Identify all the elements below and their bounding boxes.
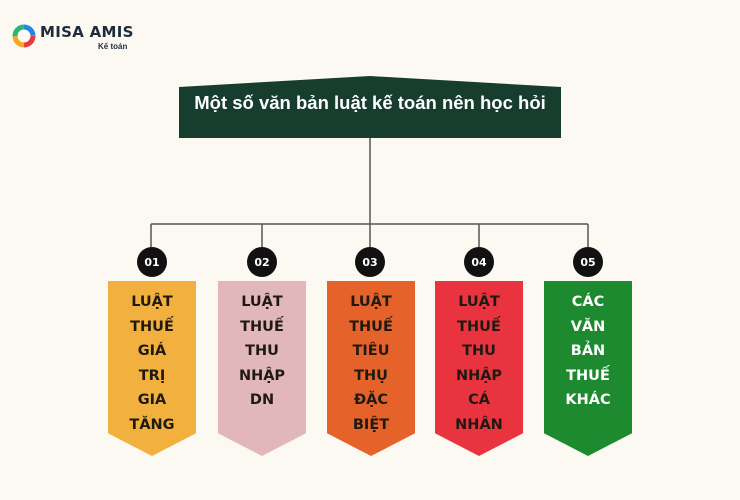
card-01-line: THUẾ xyxy=(130,318,174,335)
card-03-line: THUẾ xyxy=(349,318,393,335)
card-04-line: NHÂN xyxy=(455,416,503,433)
card-03-line: TIÊU xyxy=(352,343,390,359)
misa-amis-logo: MISA AMIS Kế toán xyxy=(12,22,152,54)
card-02-text: LUẬT THUẾ THU NHẬP DN xyxy=(218,290,306,413)
card-04-line: LUẬT xyxy=(458,294,500,310)
card-05 xyxy=(544,281,632,456)
card-05-line: THUẾ xyxy=(566,367,610,384)
card-04-line: CÁ xyxy=(468,392,490,408)
badge-01: 01 xyxy=(137,247,167,277)
card-01-line: TRỊ xyxy=(138,367,166,384)
logo-sub-text: Kế toán xyxy=(98,42,128,51)
card-03-line: LUẬT xyxy=(350,294,392,310)
card-04-line: THUẾ xyxy=(457,318,501,335)
card-04 xyxy=(435,281,523,456)
card-03 xyxy=(327,281,415,456)
card-02 xyxy=(218,281,306,456)
card-04-text: LUẬT THUẾ THU NHẬP CÁ NHÂN xyxy=(435,290,523,437)
card-02-line: NHẬP xyxy=(238,367,286,384)
card-02-line: LUẬT xyxy=(241,294,283,310)
card-05-line: CÁC xyxy=(571,294,605,310)
card-04-line: NHẬP xyxy=(455,367,503,384)
card-05-text: CÁC VĂN BẢN THUẾ KHÁC xyxy=(544,290,632,413)
card-05-line: KHÁC xyxy=(565,392,611,408)
card-02-line: DN xyxy=(249,392,275,408)
badge-02: 02 xyxy=(247,247,277,277)
title-banner xyxy=(179,76,561,138)
card-03-line: THỤ xyxy=(354,367,388,384)
badge-04: 04 xyxy=(464,247,494,277)
card-05-line: BẢN xyxy=(570,343,606,359)
badge-03: 03 xyxy=(355,247,385,277)
card-03-line: BIỆT xyxy=(352,416,390,433)
card-01 xyxy=(108,281,196,456)
card-03-line: ĐẶC xyxy=(353,392,388,408)
card-01-line: GIÁ xyxy=(137,343,167,359)
card-05-line: VĂN xyxy=(570,318,606,335)
logo-brand-text: MISA AMIS xyxy=(40,23,134,41)
card-01-text: LUẬT THUẾ GIÁ TRỊ GIA TĂNG xyxy=(108,290,196,437)
card-04-line: THU xyxy=(462,343,496,359)
card-02-line: THUẾ xyxy=(240,318,284,335)
card-03-text: LUẬT THUẾ TIÊU THỤ ĐẶC BIỆT xyxy=(327,290,415,437)
misa-ring-icon xyxy=(12,24,36,48)
card-01-line: LUẬT xyxy=(131,294,173,310)
card-01-line: GIA xyxy=(137,392,167,408)
diagram-title: Một số văn bản luật kế toán nên học hỏi xyxy=(194,92,546,113)
badge-05: 05 xyxy=(573,247,603,277)
card-01-line: TĂNG xyxy=(129,416,175,433)
card-02-line: THU xyxy=(245,343,279,359)
